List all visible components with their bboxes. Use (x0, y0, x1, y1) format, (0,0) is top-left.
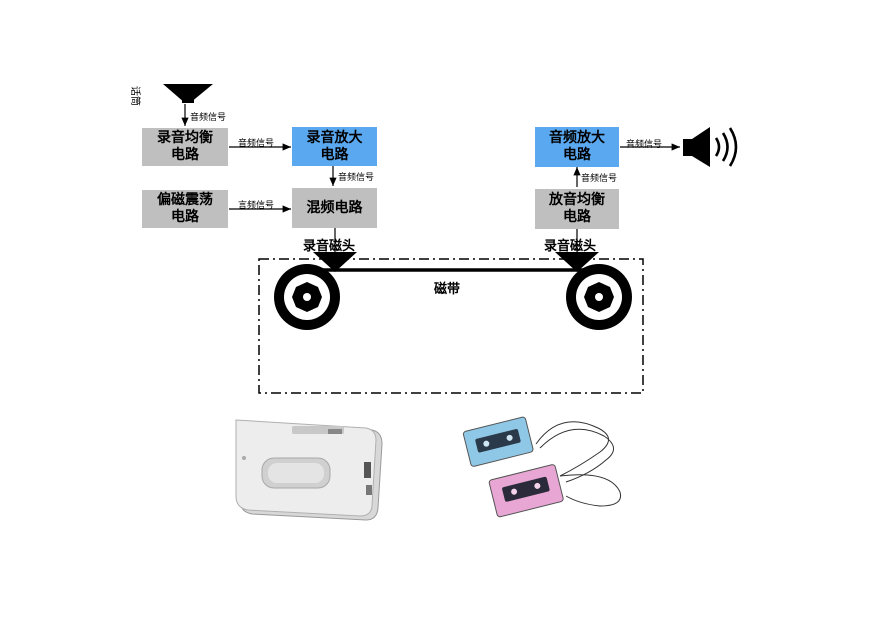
signal-label-amp-to-speaker: 音频信号 (626, 140, 663, 150)
record-head-label: 录音磁头 (303, 239, 356, 254)
signal-label-mic: 音频信号 (190, 113, 227, 123)
record-head-icon (313, 252, 357, 272)
bias-oscillator-block: 偏磁震荡 电路 (142, 190, 228, 228)
right-reel-icon (566, 264, 632, 330)
playback-head-icon (555, 252, 599, 272)
playback-equalizer-block: 放音均衡 电路 (535, 189, 619, 229)
record-amplifier-block: 录音放大 电路 (292, 127, 377, 166)
tape-label: 磁带 (434, 282, 461, 297)
microphone-icon (163, 84, 213, 103)
signal-label-bias-to-mixer: 言频信号 (238, 201, 275, 211)
playback-head-label: 录音磁头 (544, 239, 597, 254)
signal-label-eq-to-amp: 音频信号 (238, 139, 275, 149)
signal-label-playeq-to-amp: 音频信号 (581, 174, 618, 184)
cassette-player-image (235, 419, 383, 521)
mixer-block: 混频电路 (292, 188, 377, 228)
signal-label-amp-to-mixer: 音频信号 (338, 173, 375, 183)
tape-mechanism-frame (258, 258, 644, 394)
cassette-tapes-image (462, 416, 622, 518)
left-reel-icon (274, 264, 340, 330)
audio-amplifier-block: 音频放大 电路 (535, 127, 619, 167)
mic-label: 话筒 (129, 86, 140, 106)
record-equalizer-block: 录音均衡 电路 (142, 128, 228, 166)
speaker-icon (683, 127, 738, 167)
